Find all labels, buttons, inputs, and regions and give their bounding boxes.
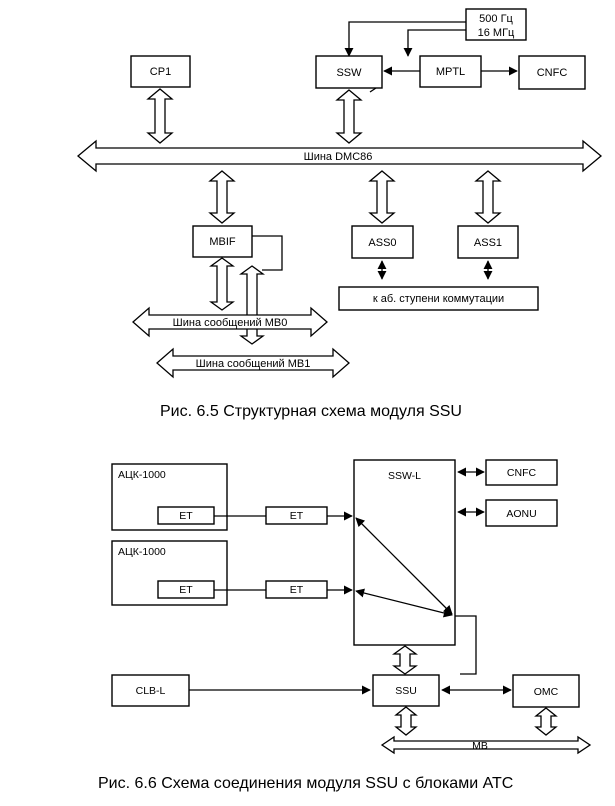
mptl-label: MPTL xyxy=(436,66,465,78)
mbif-mb0-link xyxy=(209,257,235,311)
aonu-block: AONU xyxy=(485,499,558,527)
atc1000-label-1: АЦК-1000 xyxy=(118,469,166,481)
ass1-label: ASS1 xyxy=(474,237,502,249)
bus-ass0-link xyxy=(368,170,396,224)
atc2-et-label: ET xyxy=(179,584,193,596)
clock-16mhz-label: 16 МГц xyxy=(478,27,515,39)
figure-6-6: АЦК-1000 ET ET АЦК-1000 ET ET SSW-L xyxy=(98,459,592,792)
et-label-2: ET xyxy=(290,584,304,596)
mb0-bus: Шина сообщений MB0 xyxy=(132,306,328,338)
ass1-block: ASS1 xyxy=(457,225,519,259)
ssu-block: SSU xyxy=(372,674,440,707)
clock-box: 500 Гц 16 МГц xyxy=(465,8,527,41)
ssw-block: SSW xyxy=(315,55,383,89)
ssu-label: SSU xyxy=(395,685,417,697)
subscriber-stage-label: к аб. ступени коммутации xyxy=(373,293,504,305)
ssu-mb-link xyxy=(394,706,418,736)
ssw-tick xyxy=(369,87,377,93)
bus-mbif-link xyxy=(208,170,236,224)
dmc86-bus: Шина DMC86 xyxy=(76,139,603,173)
et-label-1: ET xyxy=(290,510,304,522)
figure-6-6-caption: Рис. 6.6 Схема соединения модуля SSU с б… xyxy=(98,775,513,792)
et-block-1: ET xyxy=(265,506,328,525)
cp1-bus-link xyxy=(146,88,174,144)
atc1000-block-2: АЦК-1000 ET xyxy=(111,540,228,606)
omc-mb-link xyxy=(534,707,558,736)
sswl-ssu-side-line xyxy=(455,615,477,675)
cnfc-block: CNFC xyxy=(518,55,586,90)
atc1000-block-1: АЦК-1000 ET xyxy=(111,463,228,531)
mptl-block: MPTL xyxy=(419,55,482,88)
clbl-label: CLB-L xyxy=(136,685,166,697)
ssw-label: SSW xyxy=(336,67,362,79)
aonu-label: AONU xyxy=(506,508,536,520)
figure-6-5: 500 Гц 16 МГц CP1 SSW MPTL CNFC xyxy=(76,8,603,420)
clock-500hz-label: 500 Гц xyxy=(479,13,513,25)
ass0-block: ASS0 xyxy=(351,225,414,259)
clock-to-ssw-line-2 xyxy=(403,29,466,57)
ssw-bus-link xyxy=(335,89,363,144)
cp1-label: CP1 xyxy=(150,66,171,78)
mbif-block: MBIF xyxy=(192,225,253,258)
cp1-block: CP1 xyxy=(130,55,191,88)
omc-label: OMC xyxy=(534,686,559,698)
mb1-bus: Шина сообщений MB1 xyxy=(156,347,350,379)
sswl-label: SSW-L xyxy=(388,470,421,482)
bus-ass1-link xyxy=(474,170,502,224)
mbif-loop-line xyxy=(252,235,283,271)
cnfc-label: CNFC xyxy=(537,67,568,79)
mb-bus-label: MB xyxy=(472,740,488,752)
clbl-block: CLB-L xyxy=(111,674,190,707)
ass0-label: ASS0 xyxy=(368,237,396,249)
sswl-ssu-link xyxy=(392,645,418,675)
subscriber-stage-box: к аб. ступени коммутации xyxy=(338,286,539,311)
sswl-block: SSW-L xyxy=(353,459,456,646)
atc1-et-label: ET xyxy=(179,510,193,522)
mbif-mb1-link xyxy=(239,265,265,345)
mbif-label: MBIF xyxy=(209,236,236,248)
sswl-internal-path-2 xyxy=(355,588,453,618)
figure-6-5-caption: Рис. 6.5 Структурная схема модуля SSU xyxy=(160,403,462,420)
cnfc-label-2: CNFC xyxy=(507,467,537,479)
atc1000-label-2: АЦК-1000 xyxy=(118,546,166,558)
omc-block: OMC xyxy=(512,674,580,708)
clock-to-ssw-line xyxy=(344,21,466,57)
dmc86-bus-label: Шина DMC86 xyxy=(304,151,373,163)
et-block-2: ET xyxy=(265,580,328,599)
mb0-bus-label: Шина сообщений MB0 xyxy=(173,317,288,329)
mb1-bus-label: Шина сообщений MB1 xyxy=(196,358,311,370)
mb-bus: MB xyxy=(380,735,592,755)
cnfc-block-2: CNFC xyxy=(485,459,558,486)
